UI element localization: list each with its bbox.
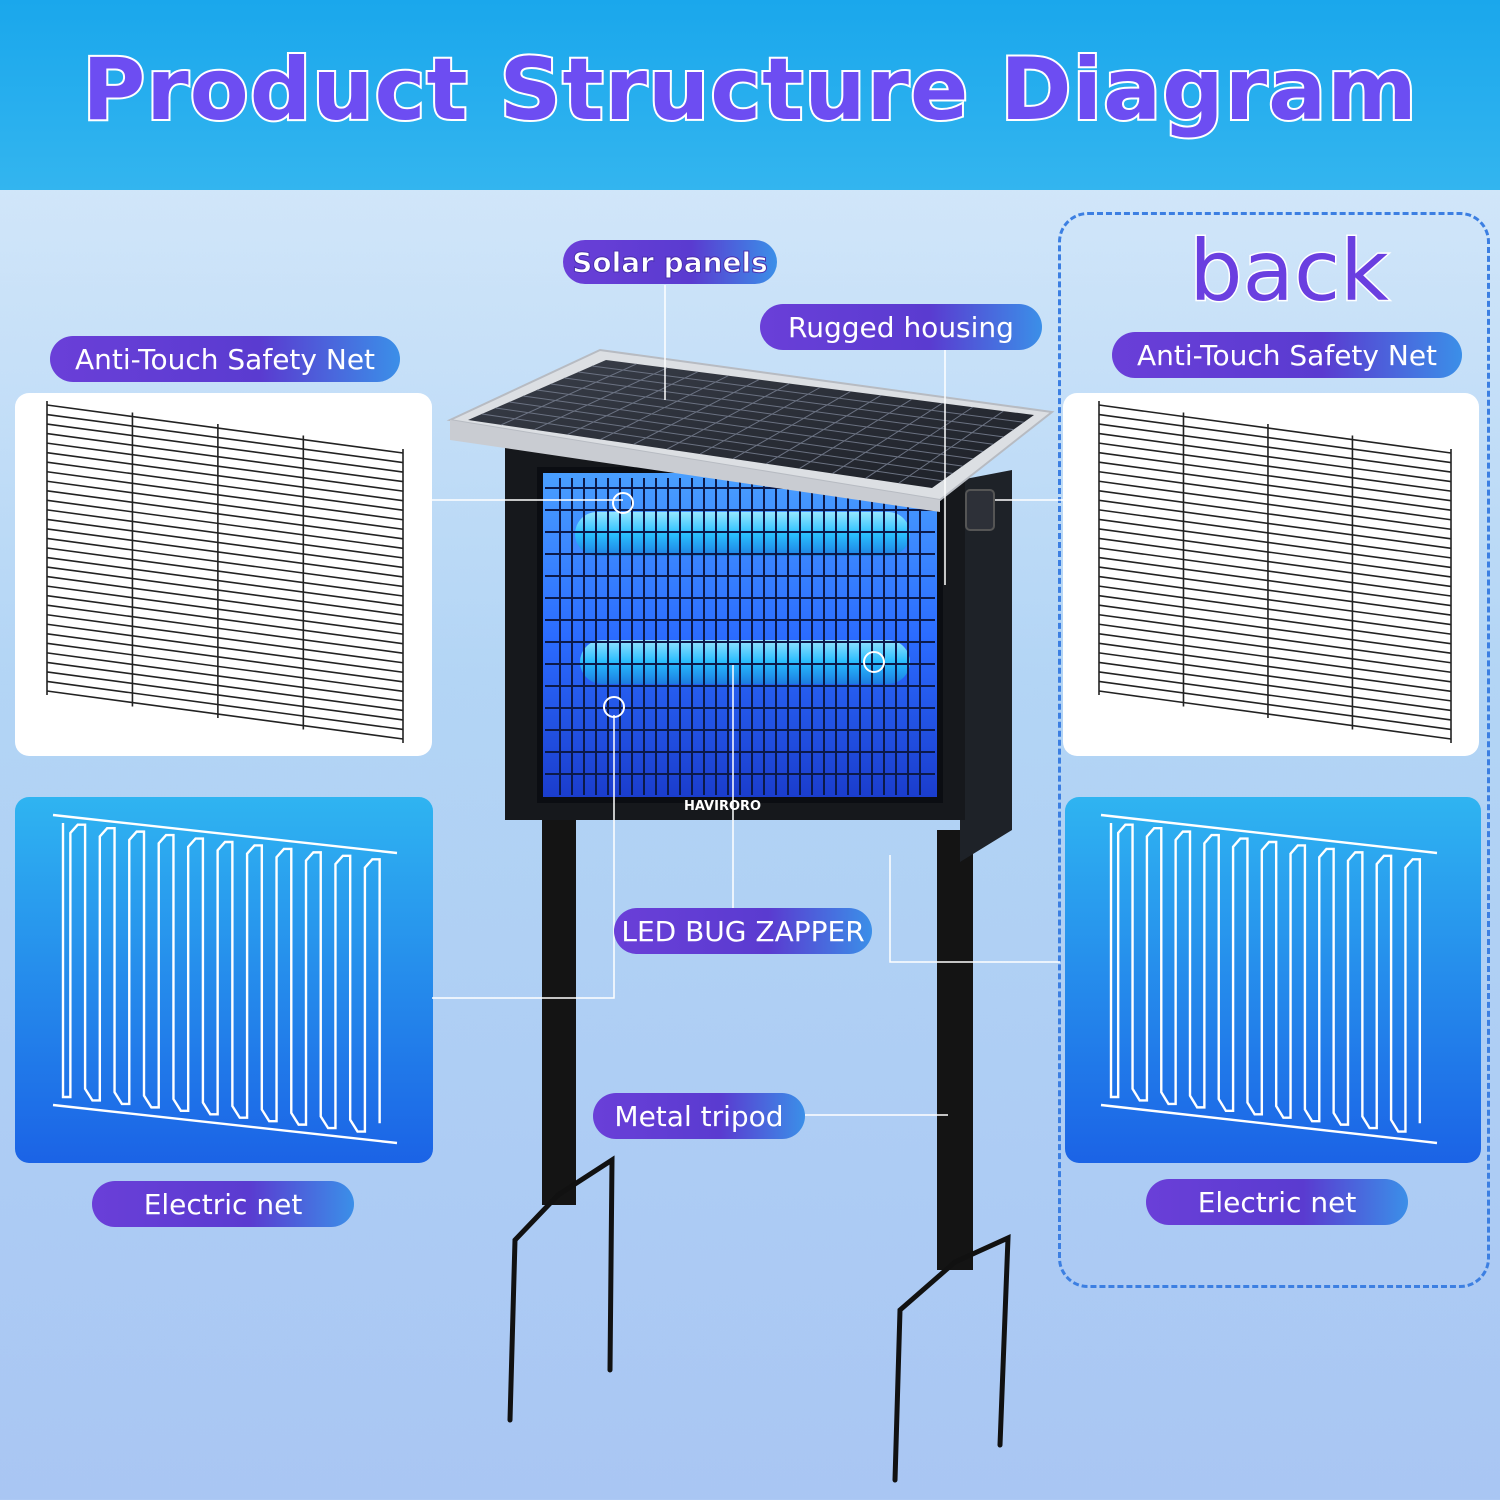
electric-net-panel-right (1065, 797, 1481, 1163)
electric-net-illustration-left (52, 813, 398, 1145)
safety-net-illustration-right (1098, 401, 1452, 743)
safety-net-illustration-left (46, 401, 404, 743)
page-title: Product Structure Diagram (80, 38, 1419, 142)
label-safety-net-left: Anti-Touch Safety Net (50, 336, 400, 382)
back-section-outline (1058, 212, 1490, 1288)
brand-logo: HAVIRORO (684, 799, 761, 814)
label-electric-net-right: Electric net (1146, 1179, 1408, 1225)
label-led-bug-zapper: LED BUG ZAPPER (614, 908, 872, 954)
label-metal-tripod: Metal tripod (593, 1093, 805, 1139)
electric-net-illustration-right (1100, 813, 1438, 1145)
safety-net-panel-left (15, 393, 432, 756)
header-banner: Product Structure Diagram (0, 0, 1500, 190)
label-electric-net-left: Electric net (92, 1181, 354, 1227)
label-solar-panels: Solar panels (563, 240, 777, 284)
label-rugged-housing: Rugged housing (760, 304, 1042, 350)
metal-tripod-legs (507, 775, 1011, 1483)
leader-lines (432, 285, 1063, 1116)
back-title: back (1188, 221, 1391, 322)
led-zapper-grid (537, 467, 943, 803)
label-safety-net-right: Anti-Touch Safety Net (1112, 332, 1462, 378)
solar-panel (446, 348, 1055, 512)
safety-net-panel-right (1063, 393, 1479, 756)
electric-net-panel-left (15, 797, 433, 1163)
